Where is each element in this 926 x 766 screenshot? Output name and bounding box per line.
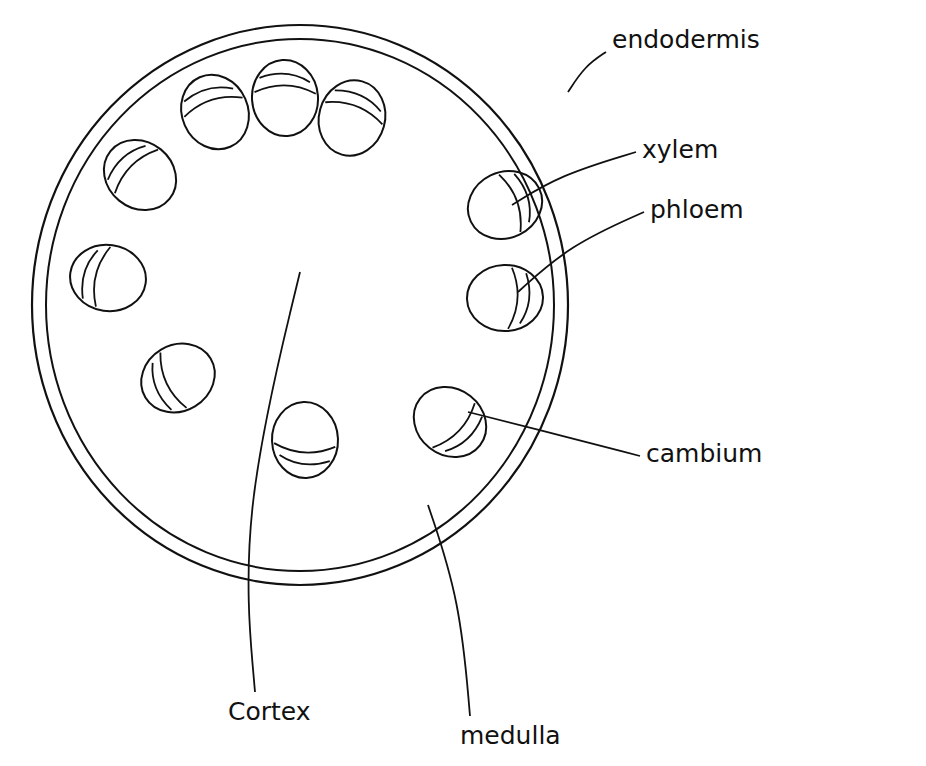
bundle-outline — [128, 330, 227, 426]
cambium-arc — [518, 273, 530, 323]
bundle-outline — [400, 373, 501, 472]
cambium-arc — [106, 139, 146, 185]
cambium-arc — [333, 88, 384, 112]
outer-outline — [32, 25, 568, 585]
xylem-arc — [151, 352, 192, 410]
xylem-arc — [254, 83, 316, 98]
xylem-arc — [324, 98, 386, 125]
bundle-outline — [310, 73, 394, 164]
vascular-bundle — [169, 64, 260, 160]
bundle-outline — [90, 125, 191, 224]
bundle-outline — [249, 58, 320, 139]
cambium-arc — [445, 412, 484, 458]
vascular-bundle — [249, 58, 320, 139]
cambium-arc — [259, 72, 310, 86]
vascular-bundle — [456, 159, 553, 252]
xylem-arc — [506, 268, 519, 329]
vascular-bundle — [466, 264, 544, 333]
vascular-bundle — [128, 330, 227, 426]
xylem-arc — [494, 172, 530, 232]
leader-line — [568, 52, 606, 92]
leader-line — [249, 272, 300, 692]
bundle-outline — [271, 401, 340, 479]
part-label: endodermis — [612, 26, 760, 54]
cambium-arc — [143, 363, 178, 411]
xylem-arc — [433, 400, 479, 455]
bundle-outline — [466, 264, 544, 333]
xylem-arc — [111, 143, 158, 197]
endodermis-ring — [46, 39, 554, 571]
leader-line — [468, 412, 640, 456]
vascular-bundle — [271, 401, 340, 479]
bundle-outline — [169, 64, 260, 160]
cambium-arc — [183, 79, 233, 109]
bundle-outline — [456, 159, 553, 252]
leader-line — [428, 505, 470, 716]
vascular-bundle — [310, 73, 394, 164]
leader-line — [512, 152, 636, 205]
bundle-outline — [66, 240, 150, 316]
vascular-bundle — [400, 373, 501, 472]
xylem-arc — [91, 246, 110, 308]
xylem-arc — [182, 88, 242, 122]
part-label: cambium — [646, 440, 762, 468]
part-label: medulla — [460, 722, 561, 750]
vascular-bundle — [90, 125, 191, 224]
vascular-bundle — [66, 240, 150, 316]
cambium-arc — [280, 453, 330, 466]
leader-lines — [249, 52, 644, 716]
part-label: Cortex — [228, 698, 311, 726]
xylem-arc — [274, 441, 335, 454]
leader-line — [518, 212, 644, 292]
part-label: xylem — [642, 136, 718, 164]
part-label: phloem — [650, 196, 744, 224]
